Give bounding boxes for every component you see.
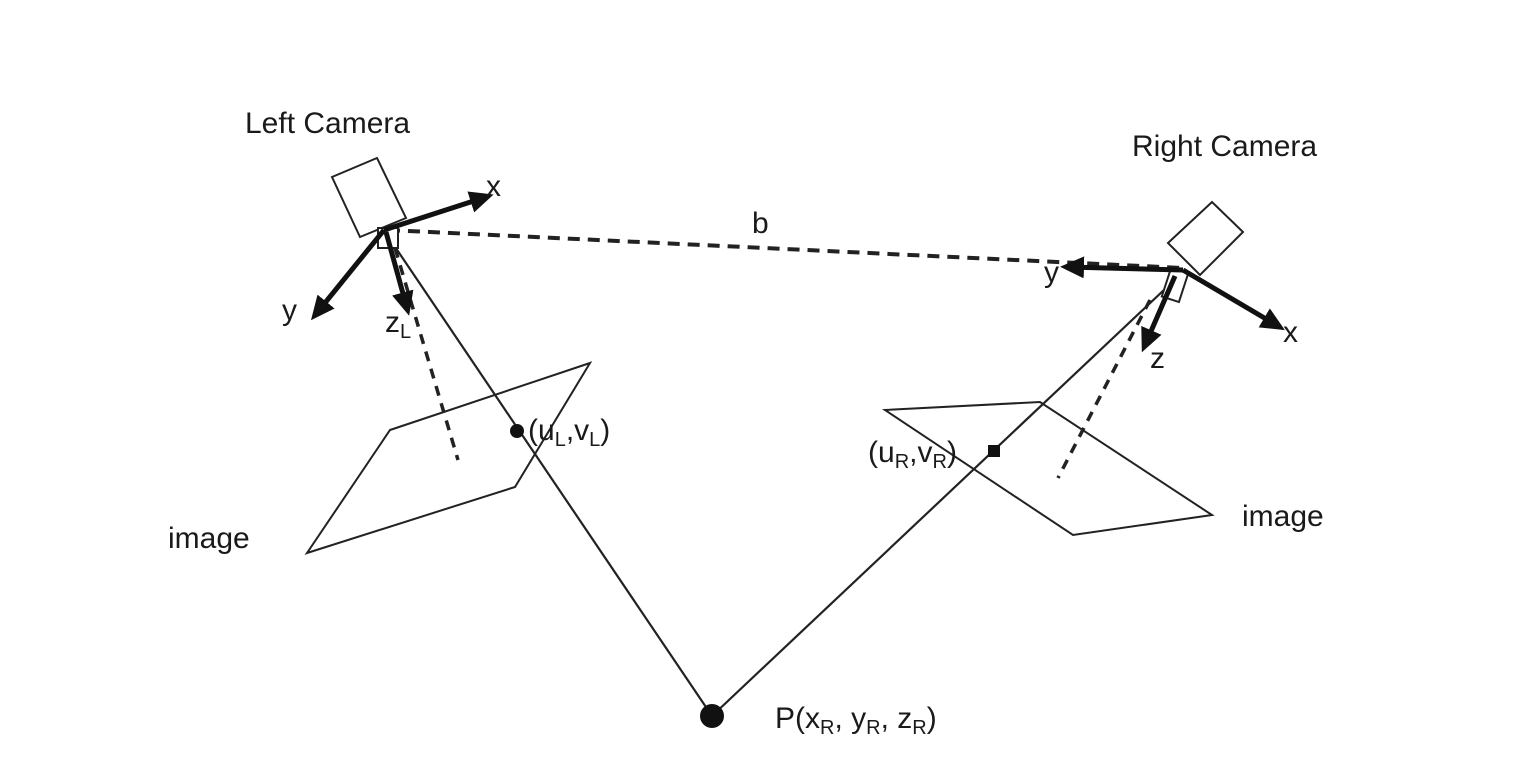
left-z-axis-arrow: [383, 231, 414, 316]
right-image-point-dot: [988, 445, 1000, 457]
left-x-axis-label: x: [486, 170, 501, 203]
left-y-axis-arrow: [310, 228, 386, 321]
right-z-axis-arrow: [1141, 275, 1178, 353]
left-x-axis-arrow: [383, 191, 494, 233]
world-point-dot: [700, 704, 724, 728]
left-y-axis-label: y: [282, 294, 297, 327]
world-point-label: P(xR, yR, zR): [775, 702, 937, 739]
left-camera-body: [330, 156, 408, 239]
right-z-axis-label: z: [1150, 342, 1165, 375]
right-image-point-label: (uR,vR): [868, 436, 957, 473]
left-image-point-label: (uL,vL): [528, 414, 610, 451]
right-x-axis-label: x: [1283, 316, 1298, 349]
right-image-plane: [881, 400, 1215, 537]
right-camera-body: [1166, 200, 1245, 277]
left-optical-axis: [393, 247, 460, 461]
baseline-label: b: [752, 207, 769, 240]
left-z-axis-label: zL: [385, 306, 411, 343]
left-projection-ray: [384, 231, 713, 717]
right-y-axis-arrow: [1060, 256, 1184, 279]
left-image-plane: [304, 361, 593, 555]
left-camera-label: Left Camera: [245, 107, 410, 140]
left-image-label: image: [168, 522, 250, 555]
right-projection-ray: [711, 271, 1184, 717]
left-image-point-dot: [510, 424, 524, 438]
baseline-line: [387, 228, 1184, 270]
right-optical-axis: [1056, 299, 1152, 479]
right-x-axis-arrow: [1181, 267, 1285, 331]
right-camera-label: Right Camera: [1132, 130, 1317, 163]
right-y-axis-label: y: [1044, 256, 1059, 289]
right-image-label: image: [1242, 500, 1324, 533]
